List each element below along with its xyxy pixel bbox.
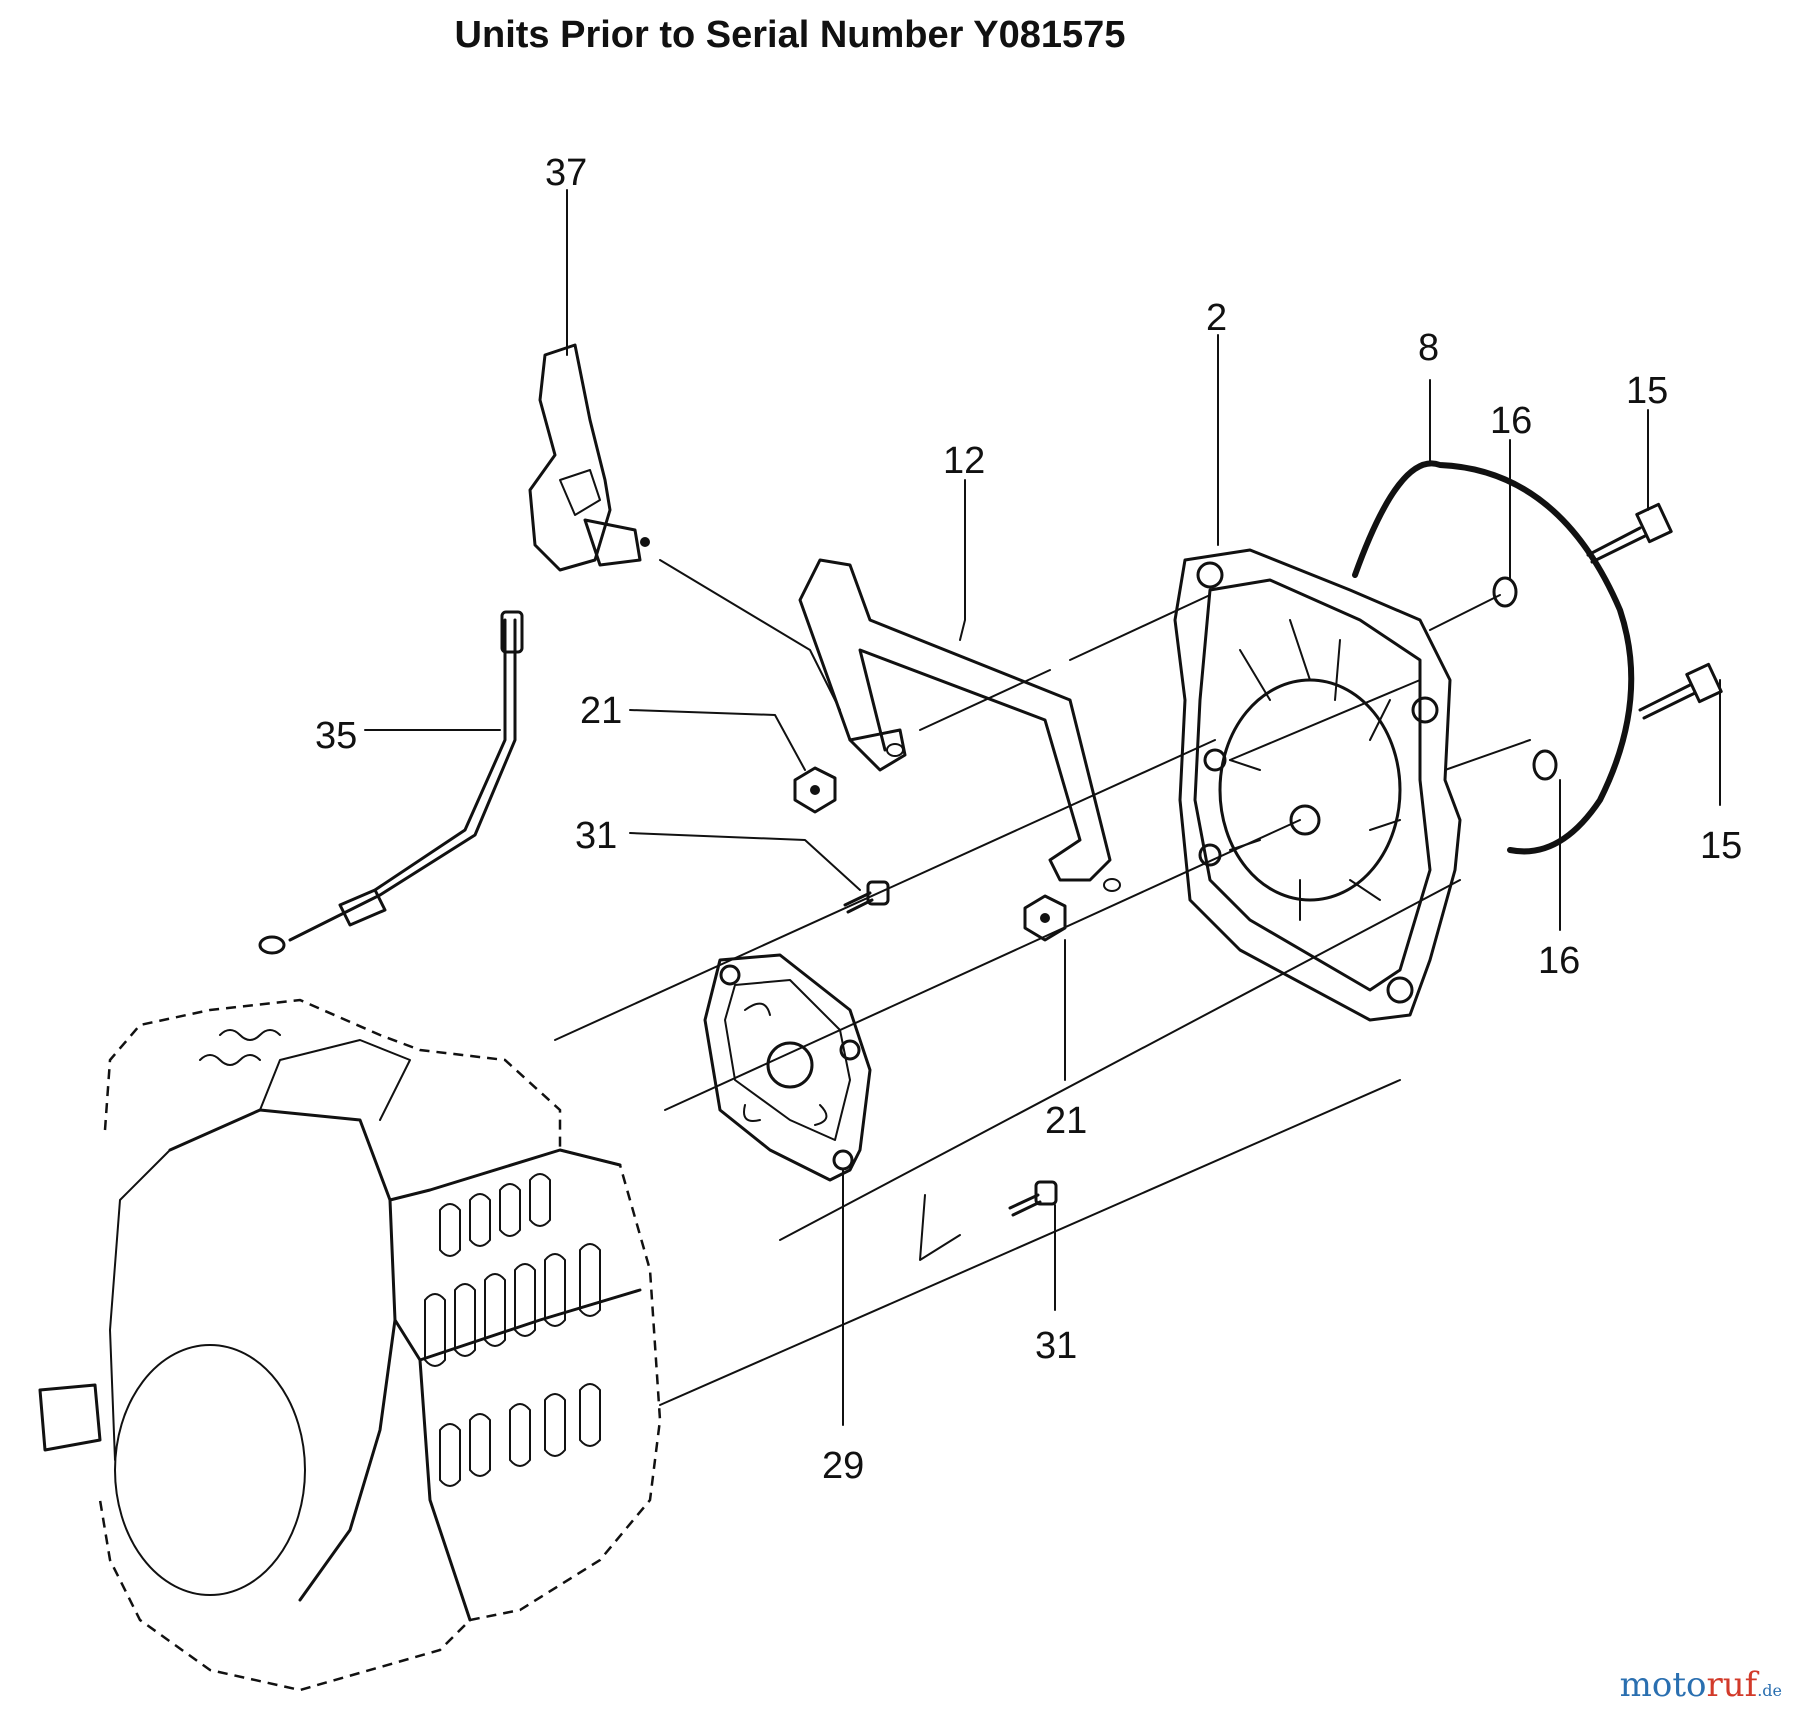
callout-8: 8 [1418, 327, 1439, 369]
callout-2: 2 [1206, 297, 1227, 339]
bolts-part-15 [1586, 502, 1723, 720]
callout-31-bottom: 31 [1035, 1325, 1077, 1367]
engine-housing [38, 998, 662, 1692]
clutch-housing-part-2 [1173, 548, 1462, 1022]
washers-part-16 [1492, 576, 1558, 781]
callout-leaders [364, 189, 1721, 1426]
callout-15-top: 15 [1626, 370, 1668, 412]
callout-21-left: 21 [580, 690, 622, 732]
callout-21-bottom: 21 [1045, 1100, 1087, 1142]
callout-labels: 37 2 8 15 16 12 35 21 31 15 16 21 31 29 [315, 152, 1742, 1487]
callout-15-bottom: 15 [1700, 825, 1742, 867]
callout-29: 29 [822, 1445, 864, 1487]
nuts-part-21 [793, 766, 1067, 942]
callout-31-left: 31 [575, 815, 617, 857]
callout-37: 37 [545, 152, 587, 194]
callout-16-top: 16 [1490, 400, 1532, 442]
callout-12: 12 [943, 440, 985, 482]
screws-part-31 [843, 880, 1058, 1217]
throttle-lever-part-37 [528, 343, 650, 572]
diagram-title: Units Prior to Serial Number Y081575 [454, 14, 1126, 56]
throttle-cable-part-35 [258, 610, 524, 955]
gasket-part-8 [1352, 460, 1635, 855]
alignment-lines [554, 559, 1531, 1406]
callout-16-bottom: 16 [1538, 940, 1580, 982]
guard-bar-part-12 [798, 558, 1121, 892]
bracket-part-29 [703, 953, 872, 1182]
watermark-logo: motoruf.de [1619, 1665, 1782, 1705]
callout-35: 35 [315, 715, 357, 757]
